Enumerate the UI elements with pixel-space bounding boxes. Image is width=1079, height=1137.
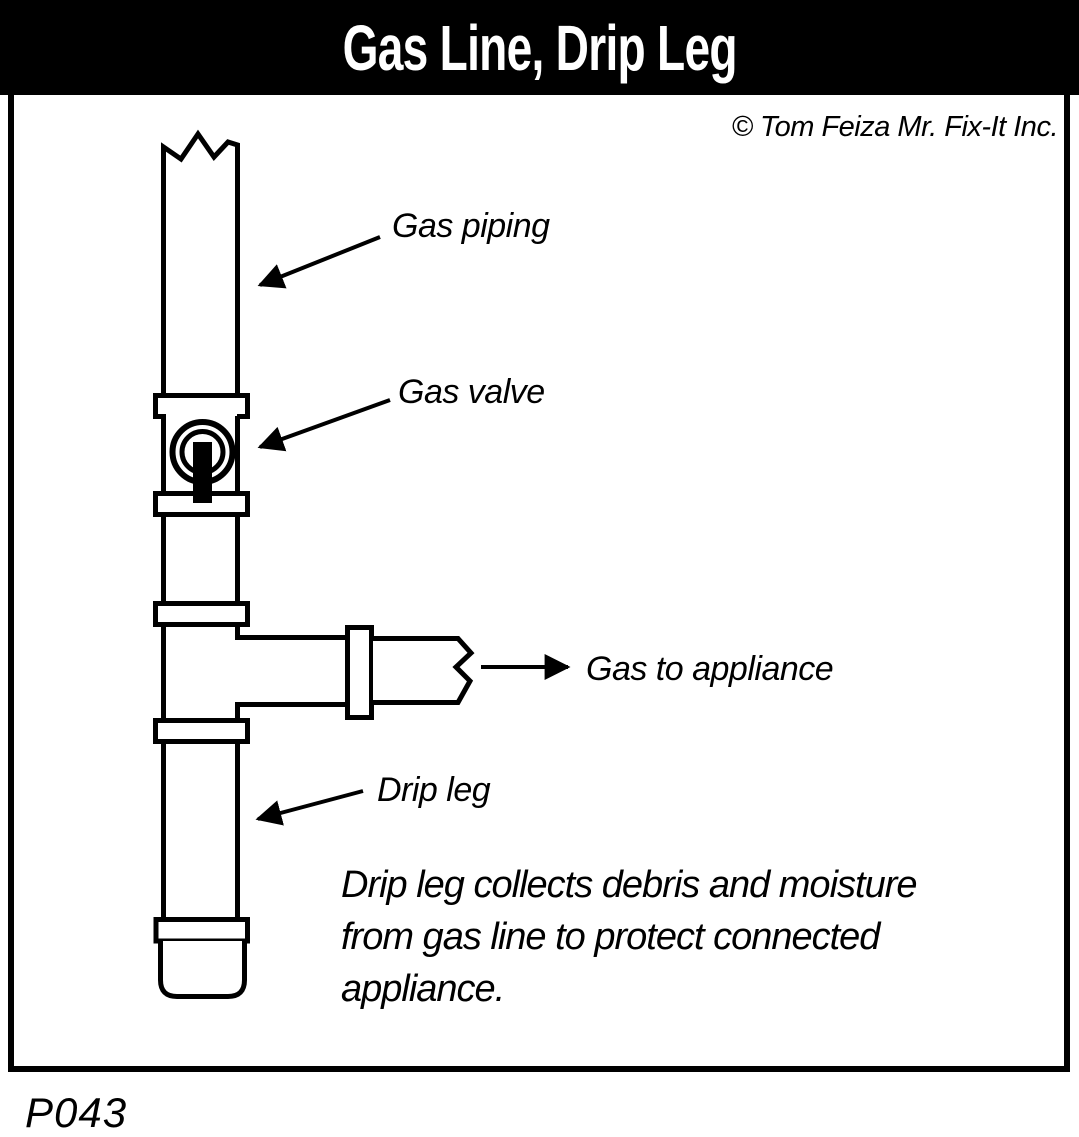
label-gas-piping: Gas piping: [392, 207, 550, 245]
label-gas-to-appliance: Gas to appliance: [586, 650, 833, 688]
drip-leg-arrow: [255, 789, 364, 826]
figure-id: P043: [25, 1089, 127, 1136]
label-drip-leg: Drip leg: [377, 771, 491, 809]
tee-top-flange: [153, 601, 250, 627]
branch-coupling: [345, 625, 374, 720]
diagram-frame: [8, 95, 1070, 1072]
valve-pipe-walls: [161, 416, 240, 494]
copyright-text: © Tom Feiza Mr. Fix-It Inc.: [732, 111, 1058, 143]
gas-valve-handle: [193, 442, 212, 503]
caption-line-3: appliance.: [341, 968, 504, 1010]
tee-fitting-outline: [161, 623, 347, 722]
gas-piping-arrow: [257, 235, 381, 289]
branch-pipe-break: [373, 636, 475, 705]
tee-bottom-flange: [153, 718, 250, 744]
mid-pipe-walls: [161, 514, 240, 606]
title-bar: Gas Line, Drip Leg: [0, 0, 1079, 95]
drip-leg-cap: [158, 941, 247, 999]
caption-line-1: Drip leg collects debris and moisture: [341, 864, 917, 906]
gas-piping-pipe: [161, 129, 240, 398]
label-gas-valve: Gas valve: [398, 373, 545, 411]
page-title: Gas Line, Drip Leg: [342, 11, 737, 84]
caption-line-2: from gas line to protect connected: [341, 916, 882, 958]
valve-upper-flange: [153, 393, 250, 419]
drip-leg-coupling: [153, 917, 250, 944]
gas-valve-arrow: [257, 398, 391, 452]
drip-leg-pipe-walls: [161, 741, 240, 921]
